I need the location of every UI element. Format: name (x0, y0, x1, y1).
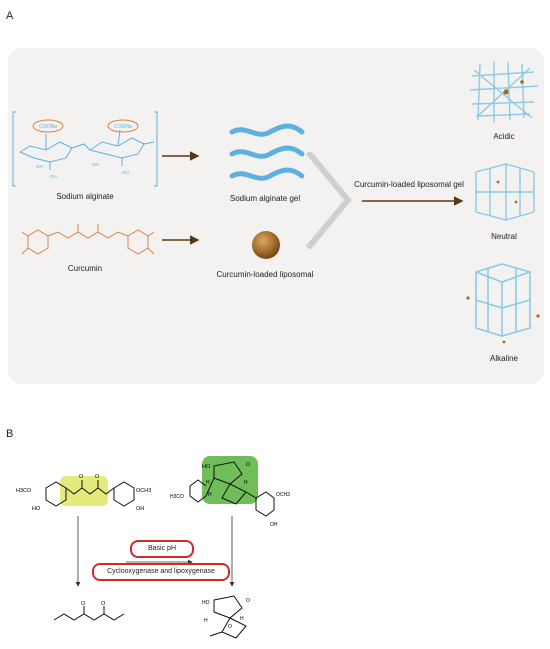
o-product-ring: O (228, 624, 232, 630)
neutral-network (475, 163, 535, 221)
oh-label-1: OH (36, 164, 43, 169)
enzymes-label: Cyclooxygenase and lipoxygenase (92, 563, 230, 581)
o-bicyclic: O (246, 462, 251, 468)
aromatic-ring-left (27, 229, 49, 255)
liposome-label: Curcumin-loaded liposomal (216, 270, 314, 279)
alginate-gel-label: Sodium alginate gel (229, 194, 301, 203)
converge-chevron (306, 152, 352, 250)
coona-circle-1 (32, 119, 64, 133)
acidic-network (469, 61, 539, 122)
state-neutral: Neutral (491, 232, 517, 241)
aromatic-ring-right (127, 229, 149, 255)
basic-ph-label: Basic pH (130, 540, 194, 558)
glycosidic-link-1 (71, 143, 91, 151)
liposomal-gel-arrow (362, 196, 464, 206)
liposomal-gel-label: Curcumin-loaded liposomal gel (354, 180, 464, 189)
o-1: O (79, 474, 84, 480)
h-product-2: H (240, 616, 244, 622)
h-1: H (206, 480, 210, 486)
ho-bicyclic: HO (202, 464, 211, 470)
ho-left: HO (32, 506, 41, 512)
bracket-left (12, 111, 16, 187)
och3-bicyclic: OCH3 (276, 492, 290, 498)
sodium-alginate-label: Sodium alginate (56, 192, 114, 201)
h-2: H (244, 480, 248, 486)
panel-b-letter: B (6, 428, 14, 440)
coona-bond-2 (117, 129, 121, 147)
coona-label-1: COONa (39, 124, 57, 130)
o-product: O (246, 598, 250, 604)
curcumin-keto-structure: H3CO HO OCH3 OH O O (16, 474, 151, 512)
ring-2 (88, 137, 145, 159)
bicyclopentadione-structure: HO O H H H H3CO OCH3 OH (170, 461, 290, 528)
degradation-arrows (75, 516, 235, 587)
diketone-highlight (60, 476, 108, 506)
bicyclic-highlight (202, 456, 258, 504)
curcumin-label: Curcumin (67, 264, 103, 273)
degradation-product-chain: O O (53, 601, 125, 621)
oh-right: OH (136, 506, 144, 512)
o-chain-1: O (81, 601, 86, 607)
state-alkaline: Alkaline (489, 354, 518, 363)
input-arrows (162, 151, 200, 245)
h3co-left: H3CO (16, 488, 32, 494)
degradation-product-bicyclic: HO O H H O (202, 595, 250, 639)
oh-bicyclic: OH (270, 522, 278, 528)
sodium-alginate-structure: COONa COONa OH OH OH OH (12, 111, 158, 187)
glycosidic-link-2 (143, 141, 155, 145)
panel-a-letter: A (6, 10, 14, 22)
oh-label-3: OH (92, 162, 99, 167)
curcumin-structure (21, 224, 155, 255)
och3-right: OCH3 (136, 488, 151, 494)
panel-a-background (8, 48, 544, 384)
alkaline-network (466, 263, 540, 344)
h-3: H (208, 492, 212, 498)
liposome-bead (252, 231, 280, 259)
oh-label-2: OH (50, 174, 57, 179)
oh-label-4: OH (122, 170, 129, 175)
coona-label-2: COONa (114, 124, 132, 130)
h3co-bicyclic: H3CO (170, 494, 184, 500)
h-product-1: H (204, 618, 208, 624)
o-2: O (95, 474, 100, 480)
bracket-right (154, 111, 158, 187)
coona-circle-2 (107, 119, 139, 133)
ho-product: HO (202, 600, 210, 606)
alginate-gel-ribbons (229, 123, 305, 181)
state-acidic: Acidic (493, 132, 515, 141)
o-chain-2: O (101, 601, 106, 607)
